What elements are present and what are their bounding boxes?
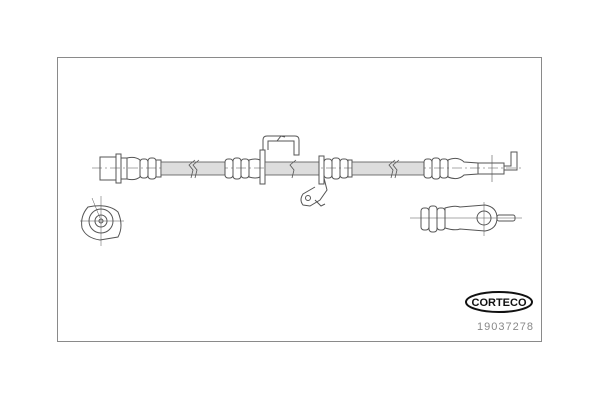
bracket-upper (259, 135, 300, 185)
drawing-frame (57, 57, 542, 342)
part-number: 19037278 (477, 321, 534, 333)
corteco-logo: CORTECO (465, 291, 533, 313)
end-view-right (410, 202, 522, 236)
hose-segment-3 (351, 159, 425, 179)
hose-segment-2 (264, 159, 320, 179)
end-view-left (80, 196, 124, 246)
right-fitting (423, 151, 518, 182)
hose-segment-1 (160, 159, 226, 179)
left-fitting (99, 153, 162, 184)
middle-fitting-1 (224, 157, 261, 180)
svg-text:CORTECO: CORTECO (472, 297, 527, 309)
middle-fitting-2 (323, 157, 353, 180)
